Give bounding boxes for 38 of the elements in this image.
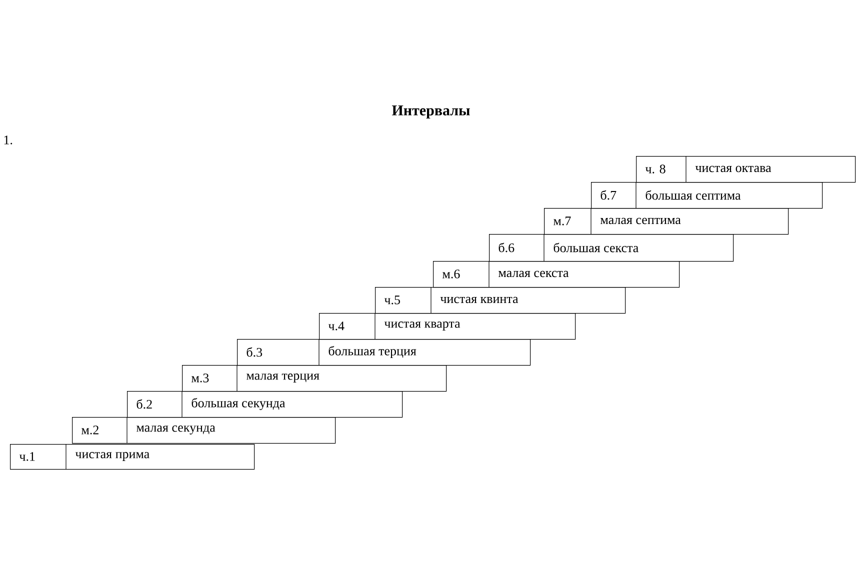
interval-abbreviation: м.7 <box>554 216 571 226</box>
interval-abbreviation: м.3 <box>192 374 209 382</box>
interval-name: малая секунда <box>136 426 216 434</box>
interval-abbreviation: м.6 <box>442 270 460 278</box>
interval-abbreviation: ч.4 <box>328 322 344 330</box>
item-number: 1. <box>4 136 12 144</box>
interval-abbreviation: б.2 <box>136 399 152 409</box>
interval-row <box>433 260 680 288</box>
title: Интервалы <box>392 106 470 118</box>
interval-abbreviation: б.7 <box>600 190 616 200</box>
interval-row <box>72 416 336 444</box>
interval-row <box>127 390 403 418</box>
interval-name: малая септима <box>600 218 681 224</box>
interval-abbreviation: м.2 <box>82 426 98 434</box>
interval-name: малая секста <box>498 270 569 278</box>
interval-abbreviation: ч.1 <box>19 452 35 461</box>
interval-abbreviation: ч. 8 <box>645 164 666 174</box>
interval-row <box>375 286 626 314</box>
interval-abbreviation: ч.5 <box>384 296 400 304</box>
interval-row <box>237 338 531 366</box>
interval-name: большая терция <box>328 346 416 358</box>
interval-abbreviation: б.3 <box>246 347 262 357</box>
interval-abbreviation: б.6 <box>498 242 514 252</box>
interval-name: чистая кварта <box>384 322 460 330</box>
interval-name: большая секунда <box>192 398 286 410</box>
interval-name: большая септима <box>646 190 741 200</box>
interval-row <box>10 444 255 470</box>
interval-row <box>319 312 576 340</box>
interval-name: чистая октава <box>695 166 772 172</box>
interval-name: большая секста <box>554 242 638 252</box>
interval-row <box>489 234 734 262</box>
interval-name: малая терция <box>246 374 320 382</box>
interval-name: чистая прима <box>75 452 150 461</box>
interval-row <box>182 364 447 392</box>
interval-row <box>591 182 823 209</box>
interval-row <box>544 208 789 235</box>
interval-name: чистая квинта <box>440 296 518 304</box>
interval-row <box>636 156 856 183</box>
